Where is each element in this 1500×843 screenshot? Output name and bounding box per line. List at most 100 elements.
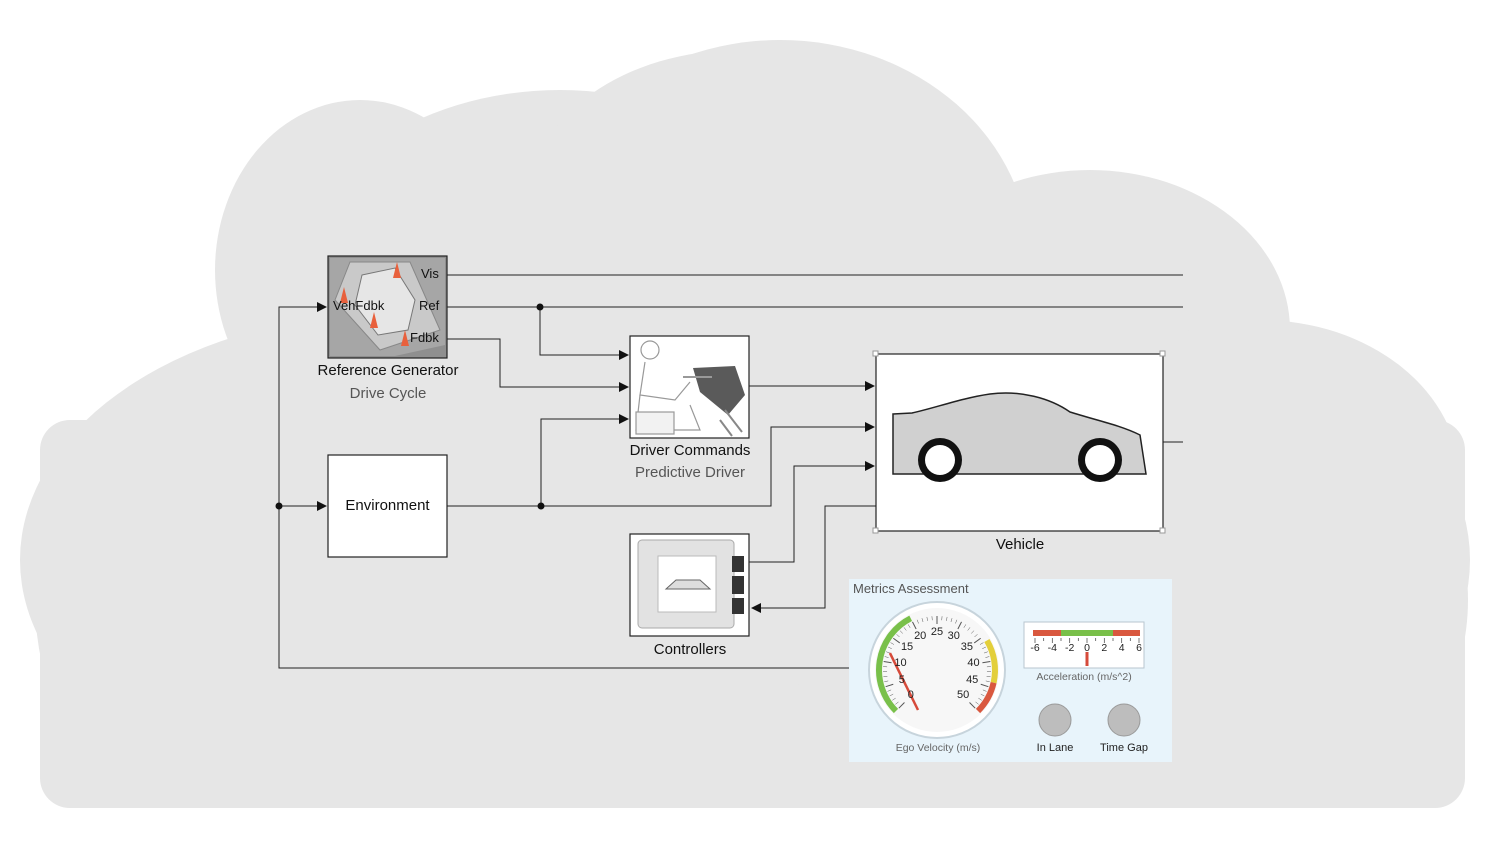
accel-tick-label: 4 [1118, 642, 1125, 654]
velocity-label: Ego Velocity (m/s) [895, 742, 981, 754]
speed-tick [892, 697, 896, 701]
speed-tick-label: 30 [947, 630, 960, 643]
ecu-car-icon [664, 579, 712, 590]
junction-env [537, 502, 545, 510]
in-lane-lamp [1038, 703, 1072, 737]
speed-tick [979, 642, 984, 645]
speed-tick [978, 697, 982, 701]
speed-tick [980, 683, 989, 688]
speed-tick [980, 693, 985, 697]
speed-tick [963, 624, 967, 628]
speed-tick [889, 693, 894, 697]
speed-tick [950, 618, 953, 623]
steering-wheel-icon [693, 366, 745, 415]
wire-feedback-loop [278, 302, 849, 669]
in-lane-label: In Lane [1036, 742, 1074, 754]
metrics-title: Metrics Assessment [853, 581, 969, 596]
environment-title: Environment [345, 497, 430, 514]
ecu-connector-icon [732, 556, 744, 614]
metrics-panel-graphics [849, 579, 1172, 762]
speed-tick [955, 619, 958, 624]
speed-tick [903, 627, 907, 631]
speed-tick [946, 616, 948, 621]
speed-tick-label: 45 [966, 674, 979, 687]
wire-fdbk-to-driver [447, 338, 629, 392]
speed-tick [974, 634, 978, 638]
driver-commands-block[interactable] [629, 335, 750, 439]
speed-tick [926, 616, 928, 621]
time-gap-lamp [1107, 703, 1141, 737]
reference-generator-block[interactable] [327, 255, 448, 359]
port-fdbk: Fdbk [410, 330, 439, 345]
speed-tick-label: 50 [957, 689, 970, 702]
controllers-title: Controllers [653, 641, 727, 658]
speed-tick [983, 651, 988, 654]
speed-tick [907, 624, 911, 628]
accel-tick-label: -6 [1030, 642, 1040, 654]
accel-tick-label: -2 [1064, 642, 1075, 654]
speed-tick [982, 646, 986, 649]
car-icon [354, 267, 416, 336]
speed-tick [957, 621, 962, 630]
reference-generator-title: Reference Generator [317, 362, 459, 379]
accel-tick-label: 0 [1084, 642, 1090, 654]
wire-env-to-driver [540, 414, 629, 506]
accel-tick-label: 2 [1101, 642, 1108, 654]
junction-ref [536, 303, 544, 311]
wheel-icons [918, 438, 1122, 482]
speed-tick [975, 701, 979, 705]
speed-tick [898, 702, 905, 709]
wire-vehicle-to-controllers [751, 505, 876, 613]
speed-tick [884, 656, 889, 658]
environment-block[interactable] [327, 454, 448, 558]
speed-tick-label: 40 [967, 657, 980, 670]
traffic-cone-icons [340, 262, 409, 346]
speed-tick [890, 642, 895, 645]
junction-feedback [275, 502, 283, 510]
speed-tick [899, 630, 903, 634]
wire-junctions [275, 303, 545, 510]
speed-tick [916, 619, 919, 624]
speed-tick [973, 637, 981, 644]
speed-tick [896, 634, 900, 638]
pedal-icon [719, 409, 743, 437]
driver-seat-icon [635, 340, 701, 435]
speed-tick [921, 618, 924, 623]
port-ref: Ref [419, 298, 440, 313]
speed-tick [969, 702, 976, 709]
speed-tick [884, 680, 889, 683]
acceleration-gauge [1023, 621, 1145, 669]
speed-tick [883, 676, 888, 678]
speed-tick-label: 5 [898, 674, 905, 687]
wire-env-to-vehicle [447, 422, 875, 507]
speed-tick [986, 676, 991, 678]
speed-tick [886, 651, 891, 654]
accel-tick-label: -4 [1047, 642, 1057, 654]
speed-tick [893, 637, 901, 644]
controllers-block[interactable] [629, 533, 750, 637]
speed-tick [888, 646, 892, 649]
speedometer-gauge [868, 601, 1006, 739]
wire-controllers-to-vehicle [749, 461, 875, 563]
speed-tick [971, 630, 975, 634]
speed-tick [912, 621, 917, 630]
vehicle-title: Vehicle [995, 536, 1045, 553]
speed-tick-label: 0 [907, 689, 914, 702]
speed-tick [985, 680, 990, 683]
speed-tick [885, 683, 894, 688]
speed-tick-label: 10 [894, 657, 907, 670]
accel-tick-label: 6 [1136, 642, 1142, 654]
reference-generator-subtitle: Drive Cycle [349, 385, 427, 402]
speed-tick [967, 627, 971, 631]
driver-commands-title: Driver Commands [629, 442, 751, 459]
speed-tick [883, 661, 892, 664]
driver-commands-subtitle: Predictive Driver [634, 464, 746, 481]
vehicle-block[interactable] [872, 350, 1166, 534]
wire-ref-to-driver [539, 307, 629, 360]
accel-needle [1085, 652, 1089, 666]
speed-tick-label: 15 [900, 641, 914, 654]
speed-tick-label: 35 [960, 641, 974, 654]
speed-needle [888, 652, 920, 711]
speed-tick [982, 661, 991, 664]
